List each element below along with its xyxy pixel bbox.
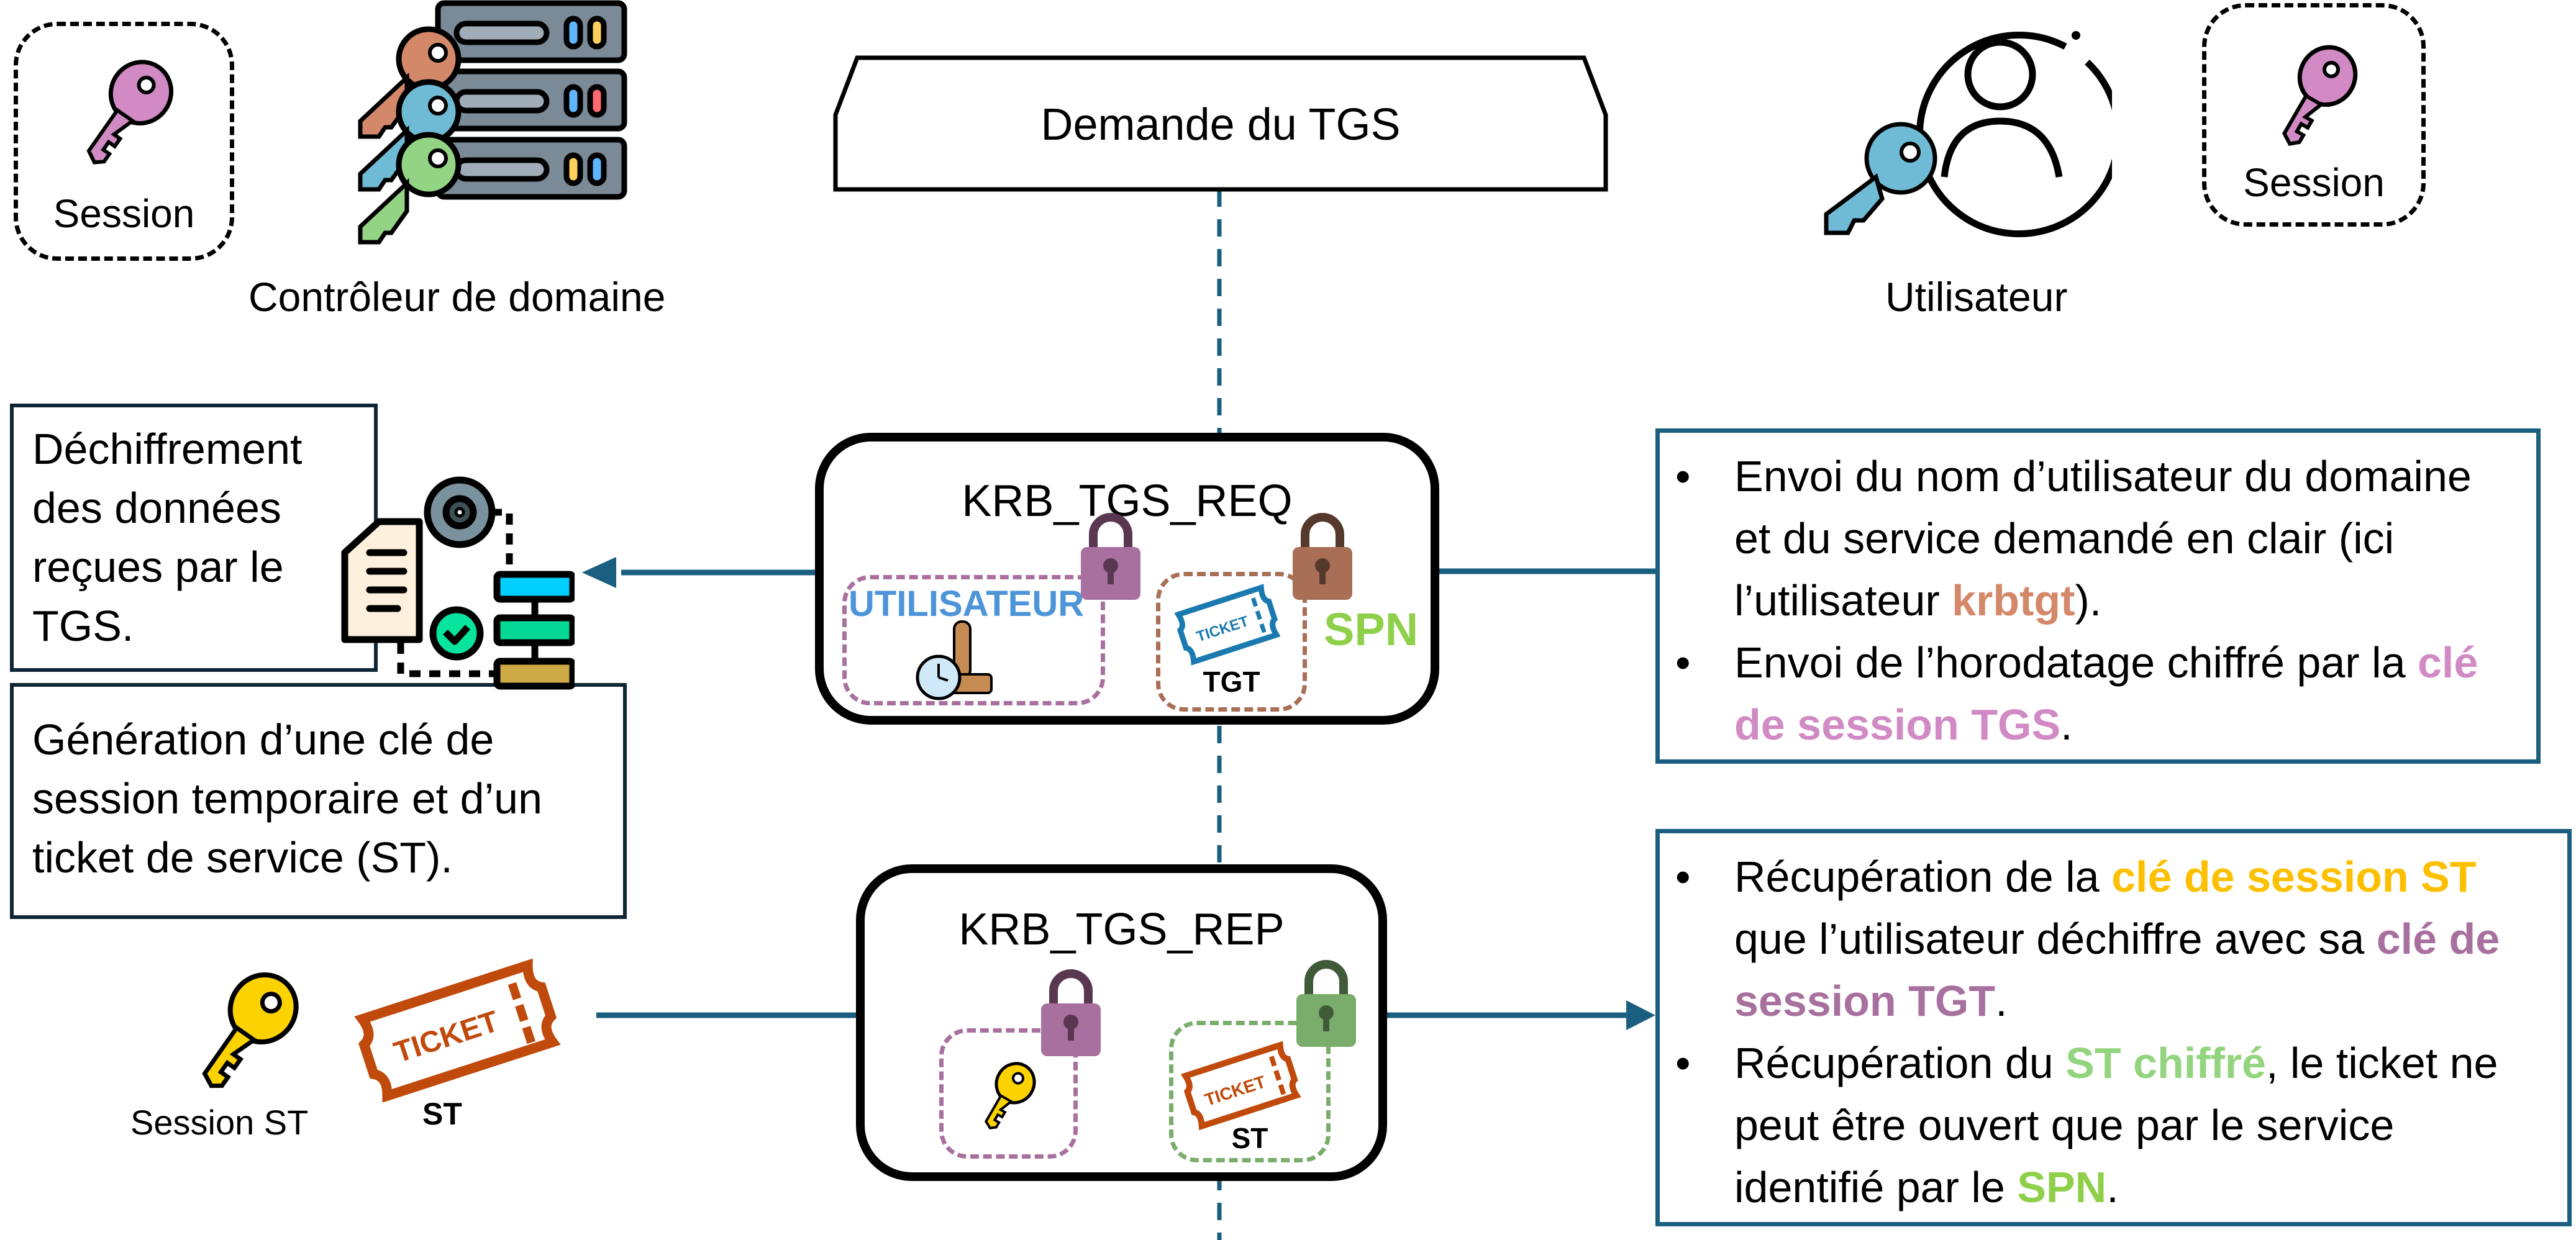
domain-controller-label: Contrôleur de domaine xyxy=(248,274,666,320)
process-workflow-icon xyxy=(341,476,575,690)
lock-icon xyxy=(1041,969,1101,1056)
key-icon xyxy=(86,60,174,165)
session-key-block xyxy=(939,1028,1078,1159)
text-part: . xyxy=(2106,1163,2119,1211)
session-st-key-icon xyxy=(202,972,299,1088)
reply-arrow-head xyxy=(1626,1000,1655,1030)
tgt-label: TGT xyxy=(1203,666,1260,698)
user-timestamp-block xyxy=(842,575,1105,705)
ticket-icon: TICKET xyxy=(1175,584,1280,666)
lock-icon xyxy=(1296,960,1356,1047)
server-keys-icon xyxy=(358,0,627,245)
timestamp-icon xyxy=(916,620,993,700)
session-key-box-left: Session xyxy=(14,22,234,261)
request-info-box: • Envoi du nom d’utilisateur du domaine … xyxy=(1655,428,2541,764)
st-item-label: ST xyxy=(422,1097,462,1131)
page-title: Demande du TGS xyxy=(1040,100,1401,150)
bullet: • xyxy=(1675,1039,1691,1087)
text-part: Envoi de l’horodatage chiffré par la xyxy=(1734,638,2418,687)
ticket-icon: TICKET xyxy=(1180,1041,1301,1131)
session-label: Session xyxy=(2243,160,2385,205)
request-arrow-head xyxy=(582,557,616,588)
st-ticket-icon: TICKET xyxy=(354,958,561,1102)
user-label: Utilisateur xyxy=(1885,274,2068,320)
request-title: KRB_TGS_REQ xyxy=(962,476,1293,526)
header-shape xyxy=(833,55,1608,192)
text-part: que l’utilisateur déchiffre avec sa xyxy=(1734,915,2377,963)
tgs-session-key-highlight: clé de session TGS xyxy=(1734,638,2478,749)
lock-icon xyxy=(1293,513,1352,600)
bullet: • xyxy=(1675,853,1691,901)
reply-info-box: • Récupération de la clé de session ST q… xyxy=(1655,829,2572,1226)
user-block-label: UTILISATEUR xyxy=(849,584,1085,624)
spn-label: SPN xyxy=(1324,604,1419,655)
st-block xyxy=(1169,1021,1331,1162)
krb-tgs-rep-message: KRB_TGS_REP TICKET ST xyxy=(856,864,1387,1181)
text-part: Envoi du nom d’utilisateur du domaine et… xyxy=(1734,452,2472,625)
session-key-box-right: Session xyxy=(2202,3,2426,227)
text-part: . xyxy=(2060,700,2073,749)
spn-highlight: SPN xyxy=(2017,1163,2107,1211)
session-st-label: Session ST xyxy=(130,1103,309,1142)
generate-note-text: Génération d’une clé de session temporai… xyxy=(32,715,542,882)
key-icon xyxy=(985,1062,1036,1129)
text-part: Récupération du xyxy=(1734,1039,2066,1087)
decrypt-note-text: Déchiffrement des données reçues par le … xyxy=(32,425,303,650)
krbtgt-highlight: krbtgt xyxy=(1952,576,2075,625)
reply-info-item: • Récupération de la clé de session ST q… xyxy=(1675,846,2549,1032)
key-icon xyxy=(2282,45,2358,146)
user-key-icon xyxy=(1824,31,2112,237)
request-info-item: • Envoi du nom d’utilisateur du domaine … xyxy=(1675,445,2518,631)
text-part: . xyxy=(1995,977,2008,1025)
request-info-item: • Envoi de l’horodatage chiffré par la c… xyxy=(1675,631,2518,756)
lock-icon xyxy=(1081,513,1140,600)
generate-note: Génération d’une clé de session temporai… xyxy=(10,683,627,919)
text-part: Récupération de la xyxy=(1734,853,2112,901)
bullet: • xyxy=(1675,452,1691,500)
text-part: , le ticket ne peut être ouvert que par … xyxy=(1734,1039,2498,1211)
tgt-block xyxy=(1156,572,1307,712)
text-part: ). xyxy=(2075,576,2102,625)
session-label: Session xyxy=(53,191,195,236)
encrypted-st-highlight: ST chiffré xyxy=(2065,1039,2266,1087)
krb-tgs-req-message: KRB_TGS_REQ UTILISATEUR TICKET TGT SPN xyxy=(815,433,1439,725)
st-session-key-highlight: clé de session ST xyxy=(2111,853,2477,901)
reply-info-item: • Récupération du ST chiffré, le ticket … xyxy=(1675,1032,2549,1218)
decrypt-note: Déchiffrement des données reçues par le … xyxy=(10,404,378,672)
tgt-session-key-highlight: clé de session TGT xyxy=(1734,915,2500,1025)
st-label: ST xyxy=(1231,1122,1268,1154)
reply-title: KRB_TGS_REP xyxy=(958,905,1285,954)
bullet: • xyxy=(1675,638,1691,687)
